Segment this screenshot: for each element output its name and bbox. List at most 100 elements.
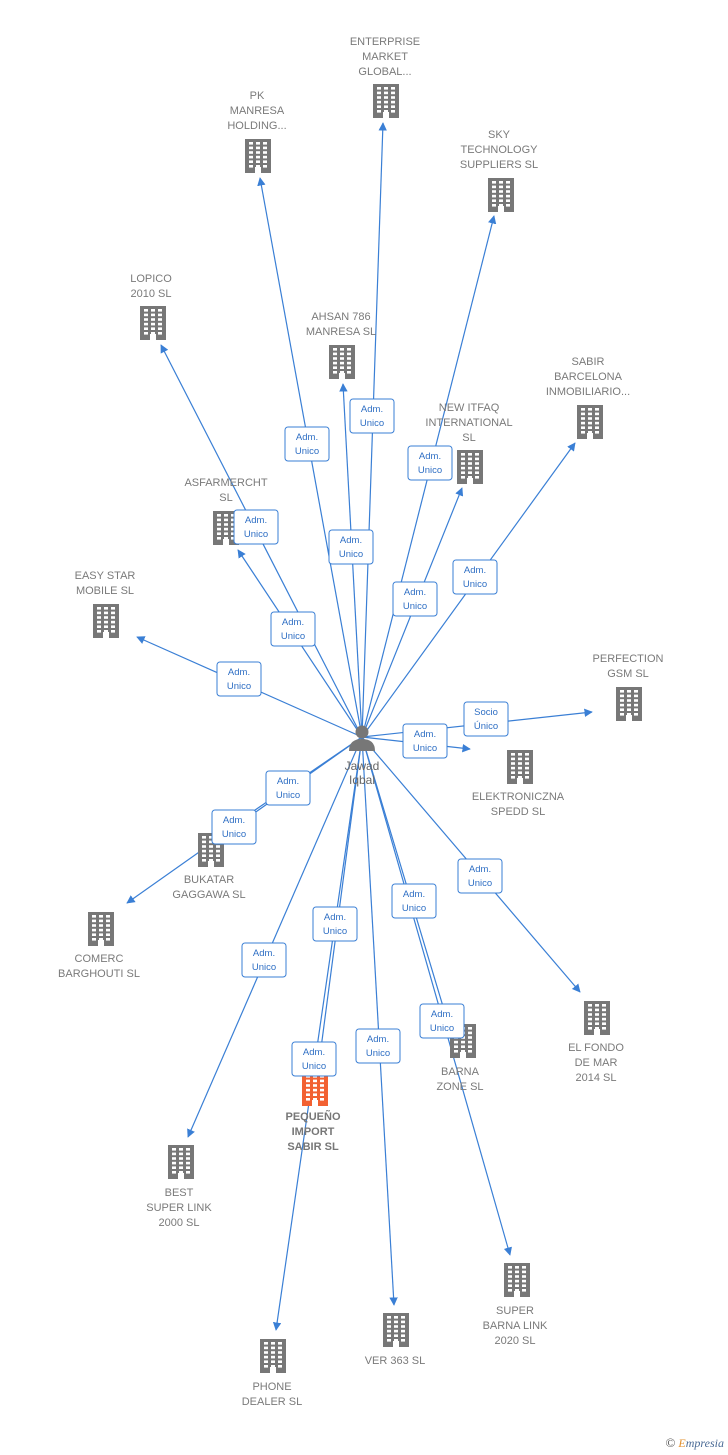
relation-badge-newitfaq[interactable]: Adm. Unico: [392, 581, 438, 617]
company-label-line: PEQUEÑO: [285, 1110, 340, 1123]
relation-badge-text: Unico: [323, 926, 347, 937]
relation-badge-text: Unico: [339, 549, 363, 560]
edge-barna: [361, 736, 450, 1024]
relation-badge-barna[interactable]: Adm.Unico: [391, 883, 437, 919]
company-node-sabir[interactable]: SABIR BARCELONA INMOBILIARIO...: [546, 356, 630, 439]
company-label-line: BEST: [165, 1187, 194, 1199]
company-node-enterprise[interactable]: ENTERPRISEMARKETGLOBAL...: [350, 36, 420, 118]
company-label-line: TECHNOLOGY: [460, 144, 538, 156]
relation-badge-enterprise[interactable]: Adm.Unico: [349, 398, 395, 434]
building-icon: [245, 139, 271, 173]
company-label-line: MANRESA: [230, 105, 285, 117]
relation-badge-text: Adm.: [404, 587, 426, 598]
relation-badge-sabir[interactable]: Adm. Unico: [452, 559, 498, 595]
relation-badge-text: Unico: [463, 579, 487, 590]
building-icon: [488, 178, 514, 212]
company-label-line: DEALER SL: [242, 1396, 303, 1408]
edge-superbarna: [361, 736, 512, 1256]
building-icon: [584, 1001, 610, 1035]
relation-badge-text: Unico: [360, 418, 384, 429]
building-icon: [168, 1145, 194, 1179]
company-label-line: MARKET: [362, 51, 408, 63]
company-label-line: INTERNATIONAL: [425, 417, 512, 429]
relation-badge-ahsan[interactable]: Adm.Unico: [328, 529, 374, 565]
relation-badge-text: Unico: [403, 601, 427, 612]
company-label-line: BARGHOUTI SL: [58, 968, 140, 980]
relation-badge-text: Adm.: [469, 864, 491, 875]
company-label-line: MANRESA SL: [306, 326, 376, 338]
company-label-line: VER 363 SL: [365, 1355, 426, 1367]
relation-badge-elektron[interactable]: Adm.Unico: [402, 723, 448, 759]
building-icon: [260, 1339, 286, 1373]
relation-badge-text: Adm.: [253, 948, 275, 959]
relation-badge-lopico[interactable]: Adm.Unico: [233, 509, 279, 545]
relation-badge-text: Adm.: [431, 1009, 453, 1020]
relation-badge-text: Adm.: [296, 432, 318, 443]
building-icon: [88, 912, 114, 946]
company-label-line: SUPER: [496, 1305, 534, 1317]
relation-badge-superbarna[interactable]: Adm. Unico: [419, 1003, 465, 1039]
building-icon: [616, 687, 642, 721]
company-label-line: DE MAR: [575, 1057, 618, 1069]
relation-badge-bukatar[interactable]: Adm.Unico: [265, 770, 311, 806]
relation-badge-text: Unico: [418, 465, 442, 476]
relation-badge-text: Adm.: [324, 912, 346, 923]
company-label-line: ELEKTRONICZNA: [472, 791, 565, 803]
relation-badge-text: Unico: [295, 446, 319, 457]
relation-badge-comerc[interactable]: Adm.Unico: [211, 809, 257, 845]
company-label-line: EL FONDO: [568, 1042, 624, 1054]
company-label-line: SKY: [488, 129, 511, 141]
company-label-line: BARCELONA: [554, 371, 623, 383]
company-label-line: 2000 SL: [159, 1217, 200, 1229]
relation-badge-easystar[interactable]: Adm.Unico: [216, 661, 262, 697]
company-node-ver[interactable]: VER 363 SL: [365, 1313, 426, 1367]
company-label-line: PK: [250, 90, 265, 102]
relation-badge-text: Unico: [468, 878, 492, 889]
company-label-line: SPEDD SL: [491, 806, 545, 818]
company-label-line: GSM SL: [607, 668, 649, 680]
relation-badge-elfondo[interactable]: Adm. Unico: [457, 858, 503, 894]
relation-badge-pequeno[interactable]: Adm. Unico: [312, 906, 358, 942]
company-label-line: SUPER LINK: [146, 1202, 212, 1214]
relation-badge-ver[interactable]: Adm.Unico: [355, 1028, 401, 1064]
company-node-best[interactable]: BEST SUPER LINK 2000 SL: [146, 1145, 212, 1229]
company-label-line: EASY STAR: [75, 570, 136, 582]
relation-badge-text: Adm.: [464, 565, 486, 576]
relation-badge-phone[interactable]: Adm.Unico: [291, 1041, 337, 1077]
relation-badge-text: Unico: [302, 1061, 326, 1072]
building-icon: [302, 1072, 328, 1106]
company-label-line: 2020 SL: [495, 1335, 536, 1347]
company-label-line: INMOBILIARIO...: [546, 386, 630, 398]
relation-badge-sky[interactable]: Adm. Unico: [407, 445, 453, 481]
company-node-elektron[interactable]: ELEKTRONICZNA SPEDD SL: [472, 750, 565, 818]
company-node-pk[interactable]: PKMANRESAHOLDING...: [227, 90, 287, 173]
relation-badge-text: Unico: [430, 1023, 454, 1034]
building-icon: [457, 450, 483, 484]
company-label-line: SABIR: [571, 356, 604, 368]
copyright-symbol: ©: [665, 1435, 676, 1450]
building-icon: [577, 405, 603, 439]
relation-badge-pk[interactable]: Adm. Unico: [284, 426, 330, 462]
relation-badge-text: Unico: [222, 829, 246, 840]
relation-badge-asfar[interactable]: Adm.Unico: [270, 611, 316, 647]
company-label-line: BARNA: [441, 1066, 480, 1078]
relation-badge-best[interactable]: Adm.Unico: [241, 942, 287, 978]
company-label-line: IMPORT: [292, 1126, 335, 1138]
relation-badge-text: Adm.: [419, 451, 441, 462]
